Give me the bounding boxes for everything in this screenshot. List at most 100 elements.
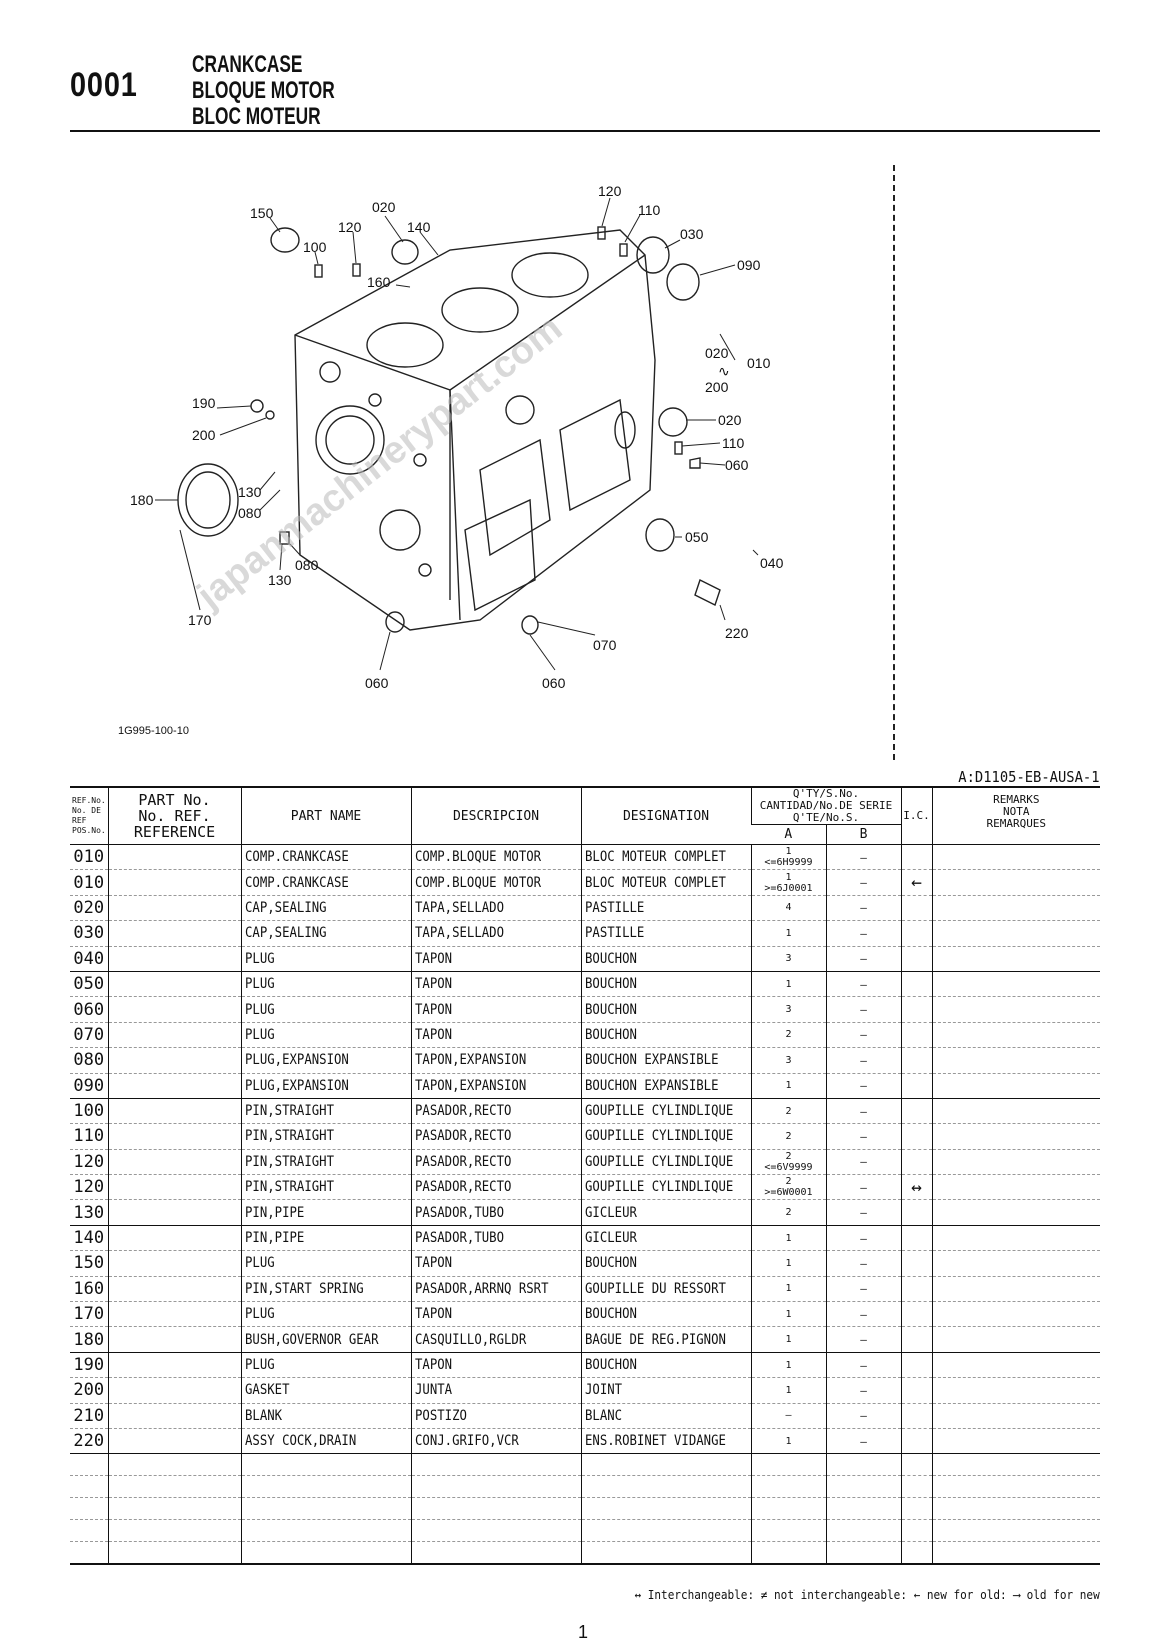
title-spanish: BLOQUE MOTOR xyxy=(192,77,335,104)
designation: GOUPILLE CYLINDLIQUE xyxy=(580,1149,751,1176)
designation: BLOC MOTEUR COMPLET xyxy=(580,869,751,896)
descripcion: PASADOR,RECTO xyxy=(410,1149,581,1176)
ic-symbol: ↔ xyxy=(900,1174,933,1201)
ref-no: 030 xyxy=(70,920,108,947)
remarks xyxy=(931,1403,1101,1429)
descripcion: TAPON xyxy=(410,971,581,998)
part-no xyxy=(107,1301,241,1328)
descripcion: CONJ.GRIFO,VCR xyxy=(410,1428,581,1455)
descripcion: POSTIZO xyxy=(410,1403,581,1429)
qty-b: – xyxy=(825,971,902,998)
part-no xyxy=(107,1225,241,1252)
empty-row xyxy=(70,1497,1101,1521)
part-name: GASKET xyxy=(240,1377,411,1404)
designation: BLOC MOTEUR COMPLET xyxy=(580,844,751,871)
remarks xyxy=(931,1276,1101,1303)
ic-symbol xyxy=(900,895,933,922)
remarks xyxy=(931,1174,1101,1201)
remarks xyxy=(931,971,1101,998)
part-name: COMP.CRANKCASE xyxy=(240,844,411,871)
qty-b: – xyxy=(825,920,902,947)
part-no xyxy=(107,1149,241,1176)
part-name: CAP,SEALING xyxy=(240,920,411,947)
callout: 110 xyxy=(722,435,745,451)
qty-b: – xyxy=(825,1199,902,1226)
qty-b: – xyxy=(825,996,902,1023)
ref-no: 080 xyxy=(70,1047,108,1074)
callout: 050 xyxy=(685,529,709,545)
descripcion: TAPA,SELLADO xyxy=(410,895,581,922)
part-no xyxy=(107,1377,241,1404)
designation: GOUPILLE CYLINDLIQUE xyxy=(580,1123,751,1150)
qty-b: – xyxy=(825,1047,902,1074)
part-name: PIN,STRAIGHT xyxy=(240,1098,411,1125)
part-name: PLUG xyxy=(240,996,411,1023)
qty-b: – xyxy=(825,1352,902,1379)
descripcion: COMP.BLOQUE MOTOR xyxy=(410,869,581,896)
callout: 060 xyxy=(725,457,749,473)
part-no xyxy=(107,844,241,871)
part-name: PLUG xyxy=(240,971,411,998)
range-separator: ∿ xyxy=(718,363,730,379)
qty-b: – xyxy=(825,1377,902,1404)
callout: 020 xyxy=(372,199,396,215)
part-no xyxy=(107,895,241,922)
page-number: 1 xyxy=(578,1622,589,1642)
remarks xyxy=(931,1123,1101,1150)
callout: 100 xyxy=(303,239,327,255)
remarks xyxy=(931,1073,1101,1099)
ref-no: 160 xyxy=(70,1276,108,1303)
exploded-parts-diagram: 150 100 120 020 140 160 120 110 030 090 … xyxy=(130,183,784,691)
ref-no: 020 xyxy=(70,895,108,922)
col-part-no: PART No.No. REF.REFERENCE xyxy=(107,787,241,845)
designation: BOUCHON xyxy=(580,946,751,972)
title-french: BLOC MOTEUR xyxy=(192,103,321,130)
descripcion: TAPON xyxy=(410,996,581,1023)
qty-a: 1>=6J0001 xyxy=(750,869,826,896)
part-name: PIN,PIPE xyxy=(240,1225,411,1252)
designation: BOUCHON xyxy=(580,971,751,998)
designation: BLANC xyxy=(580,1403,751,1429)
remarks xyxy=(931,1250,1101,1277)
qty-a: 3 xyxy=(750,1047,826,1074)
ic-symbol xyxy=(900,1250,933,1277)
callout: 070 xyxy=(593,637,617,653)
qty-b: – xyxy=(825,1326,902,1353)
qty-a: 1 xyxy=(750,1352,826,1379)
callout: 180 xyxy=(130,492,154,508)
ref-no: 070 xyxy=(70,1022,108,1049)
part-no xyxy=(107,1174,241,1201)
descripcion: COMP.BLOQUE MOTOR xyxy=(410,844,581,871)
callout: 150 xyxy=(250,205,274,221)
leader-lines xyxy=(155,197,759,671)
qty-a: 2 xyxy=(750,1022,826,1049)
ic-symbol xyxy=(900,920,933,947)
callout: 200 xyxy=(705,379,729,395)
part-no xyxy=(107,920,241,947)
part-name: CAP,SEALING xyxy=(240,895,411,922)
part-name: PIN,START SPRING xyxy=(240,1276,411,1303)
remarks xyxy=(931,895,1101,922)
crankcase-drawing xyxy=(294,229,656,631)
ic-symbol: ← xyxy=(900,869,933,896)
part-name: PLUG xyxy=(240,1250,411,1277)
descripcion: TAPA,SELLADO xyxy=(410,920,581,947)
serial-range: >=6W0001 xyxy=(764,1187,813,1199)
loose-parts xyxy=(177,226,721,635)
remarks xyxy=(931,1352,1101,1379)
callout: 060 xyxy=(542,675,566,691)
ic-symbol xyxy=(900,946,933,972)
descripcion: TAPON xyxy=(410,1352,581,1379)
callout: 030 xyxy=(680,226,704,242)
part-name: PLUG xyxy=(240,946,411,972)
part-no xyxy=(107,1428,241,1455)
